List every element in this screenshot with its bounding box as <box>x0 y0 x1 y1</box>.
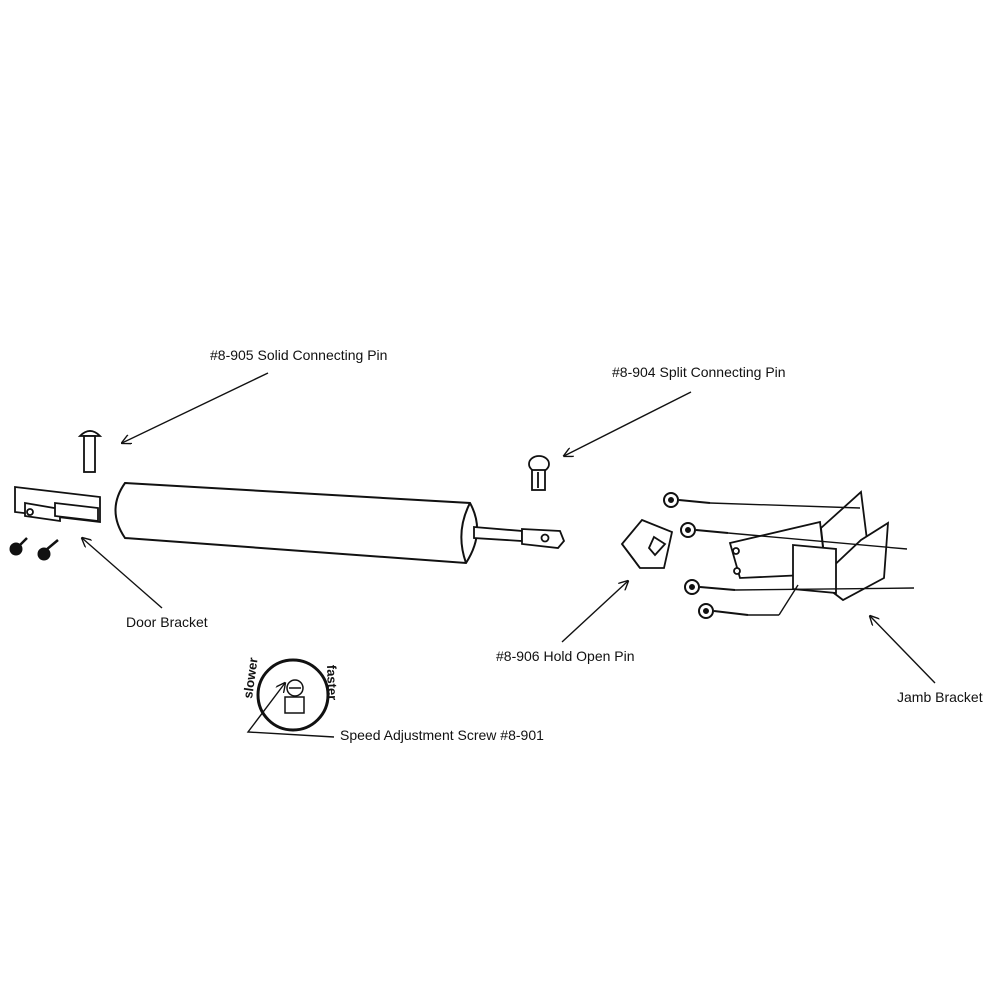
door-screw-1 <box>9 537 28 556</box>
dial-faster-label: faster <box>324 665 340 701</box>
jamb-screw-2 <box>680 522 908 550</box>
split-connecting-pin <box>528 455 550 491</box>
jamb-screw-1 <box>663 492 861 509</box>
arrow-solid-pin <box>122 372 269 443</box>
label-solid-connecting-pin: #8-905 Solid Connecting Pin <box>210 347 388 363</box>
label-door-bracket: Door Bracket <box>126 614 208 630</box>
arrow-jamb-bracket <box>870 616 936 684</box>
label-split-connecting-pin: #8-904 Split Connecting Pin <box>612 364 786 380</box>
closer-cylinder <box>114 481 479 565</box>
door-screw-2 <box>37 539 59 561</box>
arrow-split-pin <box>564 391 692 456</box>
arrow-door-bracket <box>82 538 163 609</box>
label-jamb-bracket: Jamb Bracket <box>897 689 983 705</box>
speed-adjustment-dial: slower faster <box>240 657 340 732</box>
dial-slower-label: slower <box>240 657 261 700</box>
label-speed-adjustment-screw: Speed Adjustment Screw #8-901 <box>340 727 544 743</box>
callout-arrows <box>82 372 936 738</box>
jamb-screw-3 <box>684 579 915 595</box>
arrow-speed-screw <box>246 683 335 738</box>
label-hold-open-pin: #8-906 Hold Open Pin <box>496 648 635 664</box>
door-bracket <box>14 485 101 524</box>
solid-connecting-pin <box>77 430 103 473</box>
jamb-screw-4 <box>698 584 799 619</box>
hold-open-pin <box>620 518 674 569</box>
jamb-bracket <box>728 490 890 602</box>
piston-rod <box>473 526 566 549</box>
arrow-hold-open-pin <box>561 581 628 643</box>
